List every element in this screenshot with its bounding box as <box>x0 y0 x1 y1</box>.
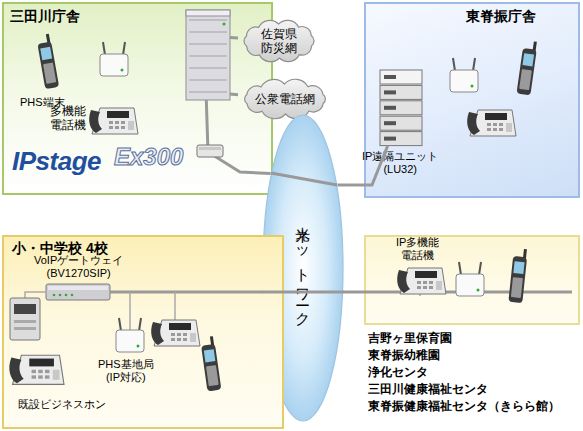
unit-outline-part <box>384 106 396 110</box>
phs-handset <box>200 336 221 391</box>
site-heading: 東脊振庁舎 <box>466 8 536 25</box>
business-phone-unit <box>10 298 40 340</box>
pbx-outline-part <box>189 80 227 81</box>
business-phone <box>9 355 64 384</box>
unit-outline <box>380 70 422 146</box>
gateway-outline-part <box>71 294 74 297</box>
network-link <box>343 291 364 294</box>
phs-handset <box>36 34 59 90</box>
unit-outline-part <box>380 132 422 146</box>
site-name: 三田川健康福祉センタ <box>368 382 488 396</box>
pbx-outline-part <box>189 44 227 45</box>
unit-outline-part <box>384 90 396 94</box>
voip-gateway: VoIPゲートウェイ (BV1270SIP) <box>46 284 110 300</box>
remote-unit: IP遠隔ユニット (LU32) <box>380 70 422 146</box>
connector-group <box>110 37 388 292</box>
lan-wire-part <box>25 292 46 298</box>
network-link <box>230 36 238 39</box>
router-box-part <box>197 145 223 157</box>
network-wire-part <box>364 291 572 294</box>
router-box-part <box>199 147 221 150</box>
gateway-outline-part <box>48 286 108 290</box>
site-box: 吉野ヶ里保育園東脊振幼稚園浄化センタ三田川健康福祉センタ東脊振健康福祉センタ（き… <box>364 235 580 325</box>
desk-phone <box>151 320 200 346</box>
device-name: IP遠隔ユニット (LU32) <box>362 150 438 176</box>
network-name: 公衆電話網 <box>255 92 315 106</box>
access-point <box>450 58 478 92</box>
desk-phone <box>467 110 516 136</box>
device-label: 既設ビジネスホン <box>18 398 106 411</box>
product-logo: IPstage <box>12 146 101 177</box>
device-label: 多機能 電話機 <box>50 104 86 133</box>
router-box <box>197 145 223 157</box>
unit-outline-part <box>384 137 396 141</box>
desk-phone <box>89 108 138 134</box>
business-phone-unit-part <box>14 320 36 323</box>
pbx-outline-part <box>189 20 227 21</box>
device-label: PHS基地局 (IP対応) <box>98 358 154 384</box>
device-label: IP多機能 電話機 <box>396 236 439 262</box>
lan-wire <box>25 292 420 330</box>
pbx-outline-part <box>189 56 227 57</box>
network-wire <box>262 173 572 292</box>
lan-wire-part <box>129 292 131 330</box>
unit-outline-part <box>380 116 422 130</box>
network-name: 光ネットワーク <box>294 215 312 321</box>
ip-desk-phone <box>397 268 446 294</box>
pbx-unit: IPstageEx300 <box>186 10 230 100</box>
network-wire-part <box>262 291 344 294</box>
device-name: VoIPゲートウェイ (BV1270SIP) <box>34 254 123 280</box>
pbx-outline-part <box>189 92 227 93</box>
gateway-outline-part <box>46 284 110 300</box>
lan-wire-part <box>174 292 176 320</box>
network-name: 佐賀県 防災網 <box>261 27 297 56</box>
cloud-outline-part <box>245 79 326 118</box>
access-point <box>456 262 484 296</box>
pbx-outline-part <box>189 32 227 33</box>
gateway-outline-part <box>65 294 68 297</box>
network-cloud: 佐賀県 防災網 <box>238 18 320 64</box>
unit-outline-part <box>384 75 396 79</box>
unit-outline-part <box>380 101 422 115</box>
site-name: 吉野ヶ里保育園 <box>368 331 452 345</box>
pbx-outline-part <box>186 10 230 16</box>
unit-outline-part <box>380 70 422 84</box>
pbx-outline <box>186 10 230 100</box>
business-phone-unit-part <box>10 298 40 340</box>
site-heading: 三田川庁舎 <box>10 8 80 25</box>
unit-outline-part <box>384 121 396 125</box>
gateway-outline <box>46 284 110 300</box>
phs-handset <box>516 40 537 95</box>
network-link <box>206 100 270 173</box>
network-link <box>230 93 238 97</box>
access-point <box>100 42 128 76</box>
pbx-outline-part <box>189 68 227 69</box>
site-box: 東脊振庁舎 IP遠隔ユニット (LU32) <box>364 2 580 198</box>
pbx-outline-part <box>186 10 230 100</box>
business-phone-unit-part <box>14 327 36 330</box>
phs-handset <box>508 248 528 303</box>
network-cloud: 公衆電話網 <box>238 78 332 120</box>
business-phone-unit-part <box>14 304 36 314</box>
gateway-outline-part <box>59 294 62 297</box>
product-logo: Ex300 <box>114 143 183 172</box>
lan-wire-part <box>419 292 421 296</box>
network-wire-part <box>271 173 337 185</box>
site-name: 浄化センタ <box>368 365 428 379</box>
site-name: 東脊振健康福祉センタ（きらら館） <box>368 399 560 413</box>
cloud-outline-part <box>244 20 314 61</box>
gateway-outline-part <box>53 294 56 297</box>
access-point <box>116 318 144 352</box>
site-name: 東脊振幼稚園 <box>368 348 440 362</box>
network-link <box>110 291 263 294</box>
pbx-outline-part <box>223 23 226 26</box>
unit-outline-part <box>380 85 422 99</box>
network-link <box>338 146 388 185</box>
